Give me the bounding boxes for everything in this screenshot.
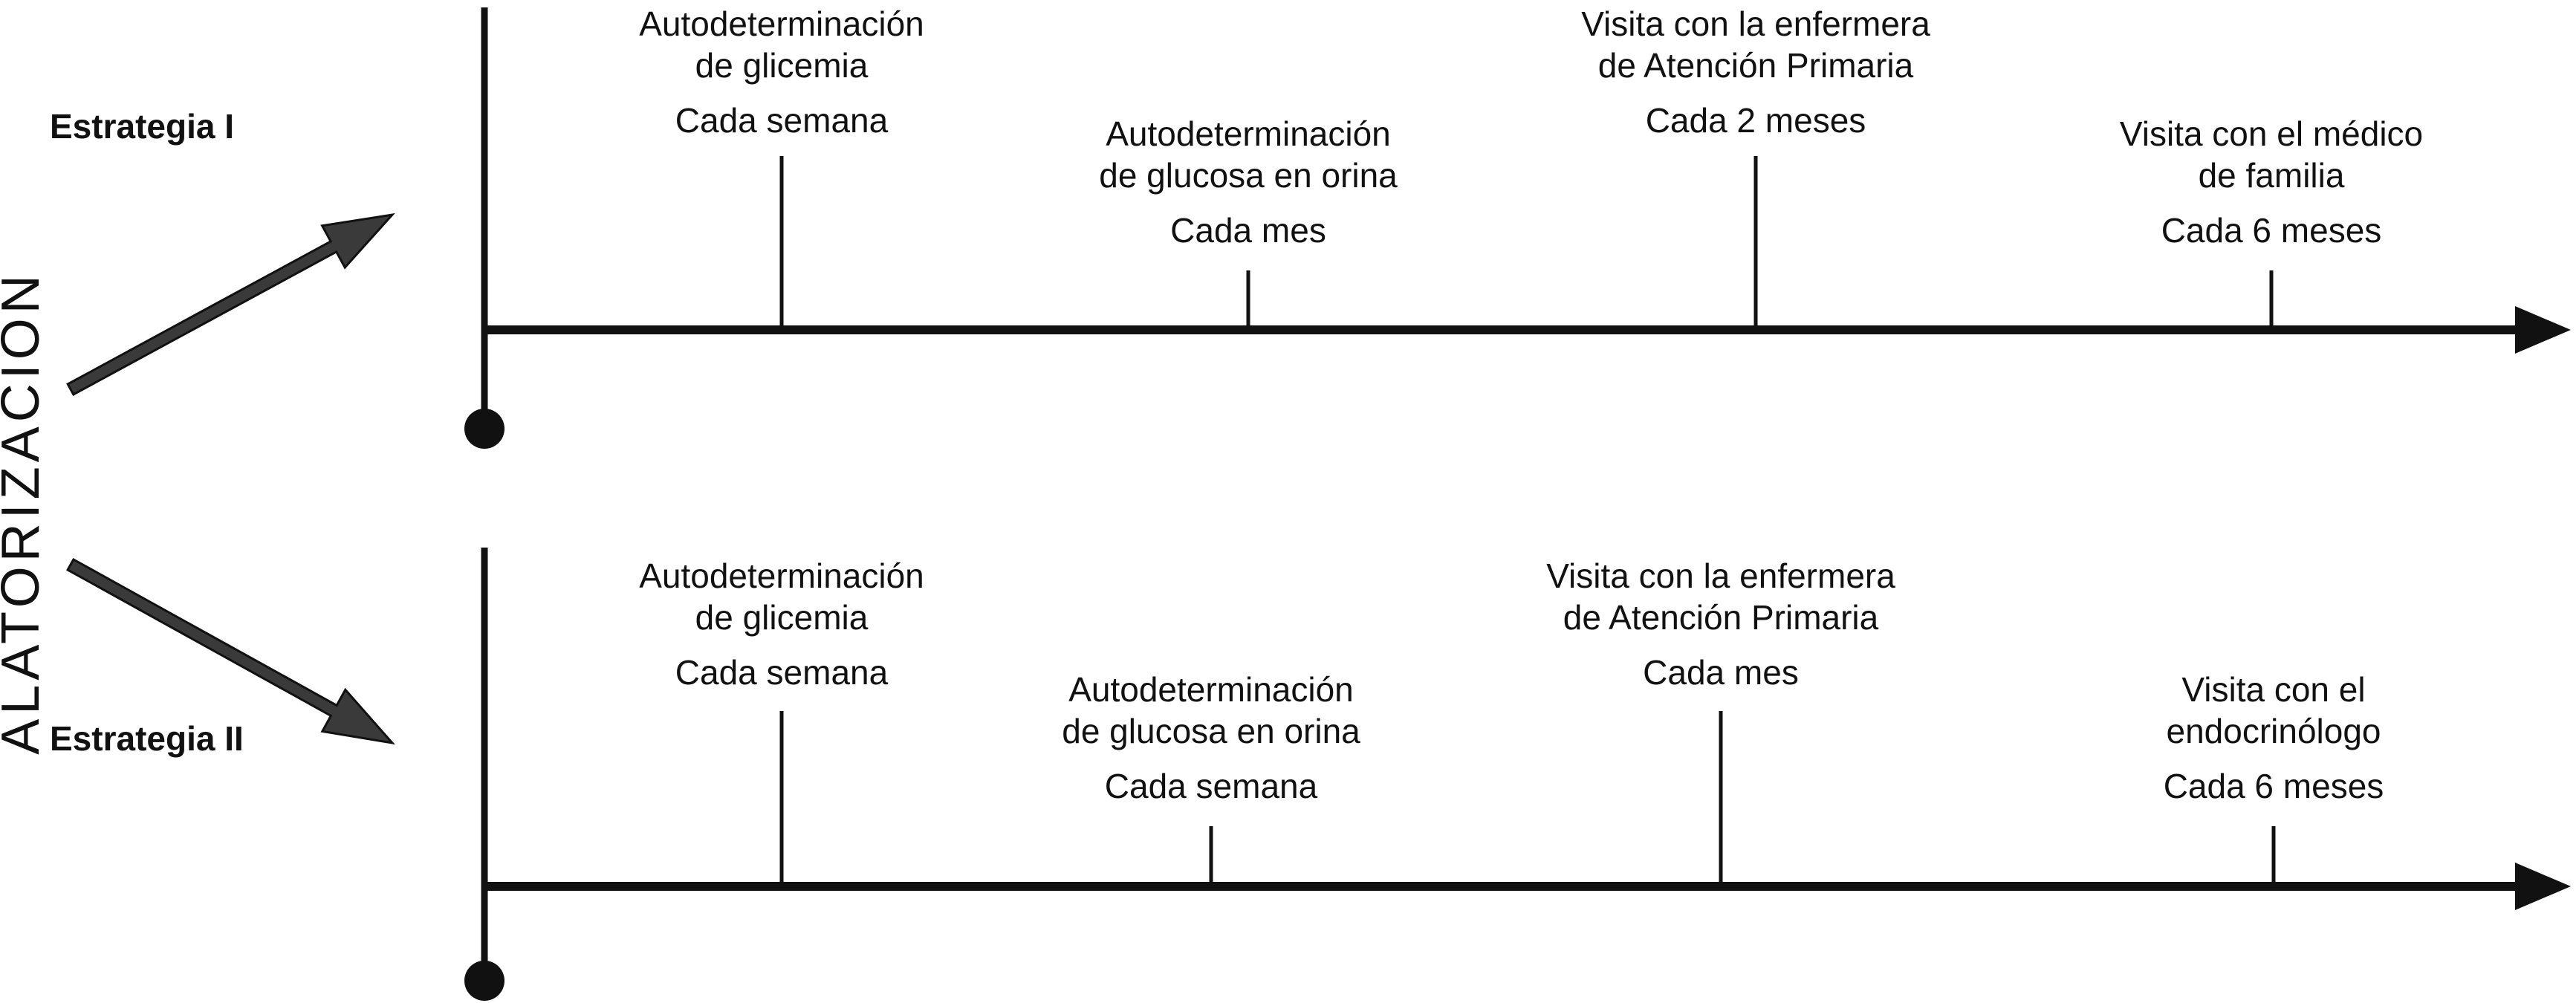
strategy2-event2-line2: de glucosa en orina	[1062, 712, 1360, 750]
strategy1-event4-frequency: Cada 6 meses	[2161, 211, 2382, 250]
strategy2-event2-line1: Autodeterminación	[1068, 670, 1354, 709]
strategy1-event4-line2: de familia	[2199, 156, 2345, 195]
strategy2-axis-arrowhead-icon	[2515, 863, 2571, 910]
strategy1-event2-line2: de glucosa en orina	[1099, 156, 1398, 195]
strategy2-event4-line2: endocrinólogo	[2166, 712, 2381, 750]
strategy1-event3-frequency: Cada 2 meses	[1646, 101, 1866, 140]
strategy2-event4-line1: Visita con el	[2181, 670, 2365, 709]
strategy1-event1-label: Autodeterminación de glicemia Cada seman…	[639, 4, 924, 140]
strategy1-event4-line1: Visita con el médico	[2120, 114, 2423, 153]
strategy1-start-dot	[464, 409, 505, 449]
strategy2-event4-frequency: Cada 6 meses	[2164, 767, 2384, 805]
strategy2-event3-label: Visita con la enfermera de Atención Prim…	[1546, 556, 1895, 692]
strategy1-name: Estrategia I	[50, 107, 234, 146]
strategy1-event1-frequency: Cada semana	[675, 101, 889, 140]
strategy2-event2-label: Autodeterminación de glucosa en orina Ca…	[1062, 670, 1360, 805]
strategy1-event3-label: Visita con la enfermera de Atención Prim…	[1581, 4, 1930, 140]
strategy2-event1-line1: Autodeterminación	[639, 556, 924, 595]
strategy1-event2-frequency: Cada mes	[1170, 211, 1326, 250]
randomization-arrow-strategy2	[66, 557, 395, 745]
strategy2-event3-frequency: Cada mes	[1643, 653, 1799, 692]
strategy1-event1-line2: de glicemia	[695, 46, 869, 85]
strategy2-event1-line2: de glicemia	[695, 598, 869, 637]
strategy1-timeline: Autodeterminación de glicemia Cada seman…	[464, 4, 2571, 449]
strategy2-event1-frequency: Cada semana	[675, 653, 889, 692]
randomization-arrow-strategy1	[66, 212, 395, 397]
strategy1-event3-line2: de Atención Primaria	[1598, 46, 1914, 85]
strategy1-event2-label: Autodeterminación de glucosa en orina Ca…	[1099, 114, 1398, 250]
strategy1-event4-label: Visita con el médico de familia Cada 6 m…	[2120, 114, 2423, 250]
strategy2-name: Estrategia II	[50, 719, 244, 758]
strategy1-axis-arrowhead-icon	[2515, 306, 2571, 354]
strategy2-event3-line1: Visita con la enfermera	[1546, 556, 1895, 595]
strategy2-timeline: Autodeterminación de glicemia Cada seman…	[464, 548, 2571, 1001]
randomization-label: ALATORIZACIÓN	[0, 270, 51, 754]
strategy2-start-dot	[464, 961, 505, 1001]
strategy2-event1-label: Autodeterminación de glicemia Cada seman…	[639, 556, 924, 692]
strategy2-event3-line2: de Atención Primaria	[1563, 598, 1879, 637]
strategy2-event2-frequency: Cada semana	[1105, 767, 1318, 805]
strategy1-event2-line1: Autodeterminación	[1106, 114, 1391, 153]
strategy2-event4-label: Visita con el endocrinólogo Cada 6 meses	[2164, 670, 2384, 805]
strategy1-event3-line1: Visita con la enfermera	[1581, 4, 1930, 43]
strategy1-event1-line1: Autodeterminación	[639, 4, 924, 43]
